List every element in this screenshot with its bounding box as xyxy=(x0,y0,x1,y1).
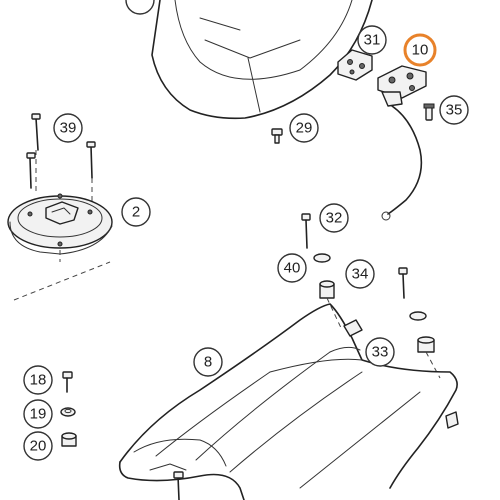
callout-18: 18 xyxy=(23,365,53,395)
callout-2-label: 2 xyxy=(132,204,140,221)
callout-33-label: 33 xyxy=(372,344,389,361)
callout-29-label: 29 xyxy=(296,120,313,137)
bolts-39 xyxy=(26,113,96,189)
screw-29 xyxy=(271,128,283,144)
rear-seat xyxy=(151,0,373,120)
dash-stack-right xyxy=(425,351,441,379)
callout-10: 10 xyxy=(403,33,437,67)
dash-stack-left xyxy=(326,297,343,331)
callout-31: 31 xyxy=(357,25,387,55)
callout-8: 8 xyxy=(193,347,223,377)
callout-32: 32 xyxy=(319,203,349,233)
washer-40 xyxy=(313,253,331,263)
bolt-right xyxy=(398,267,408,299)
callout-20-label: 20 xyxy=(30,438,47,455)
callout-34-label: 34 xyxy=(352,266,369,283)
callout-40: 40 xyxy=(277,253,307,283)
callout-40-label: 40 xyxy=(284,260,301,277)
screw-18 xyxy=(62,371,73,393)
lock-part-10 xyxy=(377,65,427,221)
callout-35-label: 35 xyxy=(446,102,463,119)
callout-20: 20 xyxy=(23,431,53,461)
washer-right xyxy=(409,311,427,321)
callout-34: 34 xyxy=(345,259,375,289)
callout-33: 33 xyxy=(365,337,395,367)
screw-35 xyxy=(423,103,435,121)
callout-10-label: 10 xyxy=(412,42,429,59)
callout-19-label: 19 xyxy=(30,406,47,423)
grommet-20 xyxy=(61,432,77,447)
bolt-32 xyxy=(301,213,311,249)
bracket-31 xyxy=(337,49,373,81)
callout-2: 2 xyxy=(121,197,151,227)
callout-39-label: 39 xyxy=(60,120,77,137)
callout-8-label: 8 xyxy=(204,354,212,371)
washer-19 xyxy=(60,407,76,417)
bushing-34 xyxy=(319,280,335,299)
callout-35: 35 xyxy=(439,95,469,125)
callout-31-label: 31 xyxy=(364,32,381,49)
callout-32-label: 32 xyxy=(326,210,343,227)
callout-29: 29 xyxy=(289,113,319,143)
callout-39: 39 xyxy=(53,113,83,143)
bushing-right xyxy=(417,336,435,353)
fuel-cap-2 xyxy=(7,193,113,255)
callout-19: 19 xyxy=(23,399,53,429)
top-callout-circle xyxy=(125,0,155,15)
callout-18-label: 18 xyxy=(30,372,47,389)
front-seat-8 xyxy=(118,303,459,500)
dash-fuel-cap xyxy=(13,261,111,301)
